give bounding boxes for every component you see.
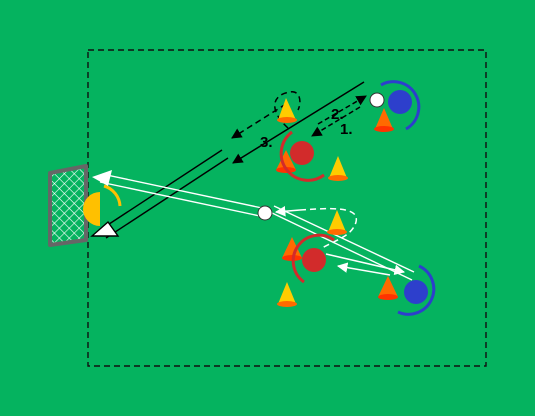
step-label-3: 3.	[260, 134, 273, 151]
return-pass-arrow	[269, 205, 415, 281]
long-run-arrow	[232, 81, 365, 164]
ball-centre	[257, 205, 273, 221]
cone-bottom-right	[378, 276, 398, 300]
shot-arrow-black	[90, 149, 229, 239]
pass-arrow-2	[317, 95, 367, 125]
cone-bottom-yellow	[277, 282, 297, 307]
cone-top-yellow	[277, 98, 297, 123]
step-label-2: 2.	[331, 106, 344, 123]
cone-centre-yellow	[327, 210, 347, 235]
attacker-blue-bottom	[397, 264, 436, 316]
dribble-arrow-white	[274, 205, 357, 249]
defender-red-top	[279, 130, 325, 182]
attacker-blue-top	[380, 80, 421, 131]
shot-arrow-white	[92, 170, 263, 217]
cone-mid-yellow	[328, 156, 348, 181]
defender-red-bottom	[291, 233, 335, 284]
dribble-arrow-3	[231, 91, 301, 139]
goalkeeper	[83, 184, 122, 226]
ball-top	[369, 92, 385, 108]
cone-top-right	[374, 108, 394, 132]
step-label-1: 1.	[340, 121, 353, 138]
goal	[48, 164, 88, 247]
pass-arrow-1	[311, 106, 361, 137]
